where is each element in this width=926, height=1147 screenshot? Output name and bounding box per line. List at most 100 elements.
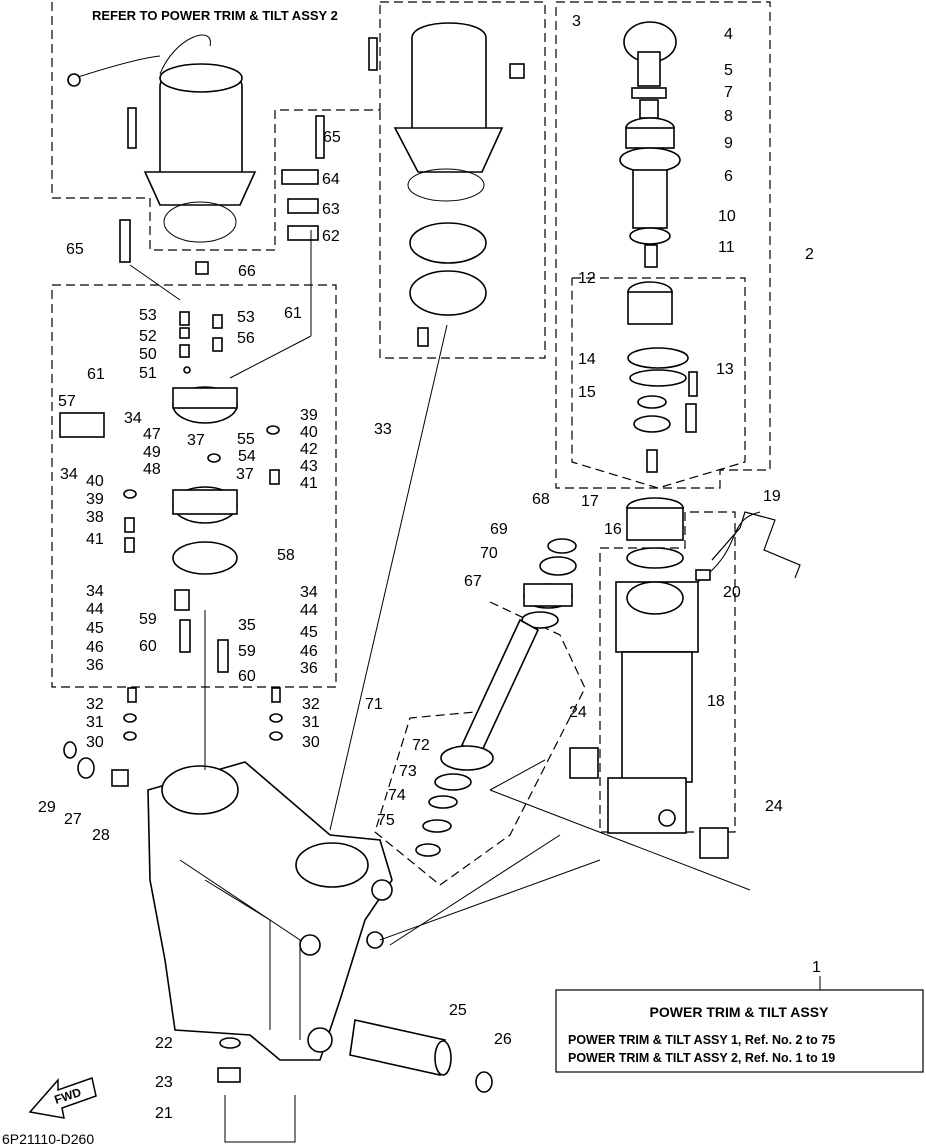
callout: 55 (237, 431, 255, 448)
callout: 20 (723, 584, 741, 601)
callout: 22 (155, 1035, 173, 1052)
callout: 45 (86, 620, 104, 637)
callout: 53 (237, 309, 255, 326)
callout: 53 (139, 307, 157, 324)
callout: 27 (64, 811, 82, 828)
callout: 43 (300, 458, 318, 475)
refer-text: REFER TO POWER TRIM & TILT ASSY 2 (92, 8, 338, 23)
callout: 36 (300, 660, 318, 677)
callout: 3 (572, 13, 581, 30)
callout: 19 (763, 488, 781, 505)
callout: 14 (578, 351, 596, 368)
callout: 47 (143, 426, 161, 443)
callout: 58 (277, 547, 295, 564)
callout: 37 (236, 466, 254, 483)
callout: 16 (604, 521, 622, 538)
callout: 37 (187, 432, 205, 449)
callout: 50 (139, 346, 157, 363)
callout: 32 (302, 696, 320, 713)
callout: 24 (569, 704, 587, 721)
callout: 63 (322, 201, 340, 218)
callout: 65 (66, 241, 84, 258)
callout: 32 (86, 696, 104, 713)
callout: 33 (374, 421, 392, 438)
callout: 18 (707, 693, 725, 710)
manifold-body (63, 741, 393, 1061)
legend-ref-number: 1 (812, 959, 821, 976)
callout: 28 (92, 827, 110, 844)
callout: 36 (86, 657, 104, 674)
callout: 61 (87, 366, 105, 383)
callout: 59 (139, 611, 157, 628)
callout: 57 (58, 393, 76, 410)
callout: 52 (139, 328, 157, 345)
callout: 40 (300, 424, 318, 441)
callout: 2 (805, 246, 814, 263)
tilt-cylinder (607, 497, 761, 834)
callout: 24 (765, 798, 783, 815)
legend-box: 1 POWER TRIM & TILT ASSY POWER TRIM & TI… (555, 959, 924, 1073)
callout: 25 (449, 1002, 467, 1019)
callout: 45 (300, 624, 318, 641)
callout: 34 (60, 466, 78, 483)
callout: 34 (86, 583, 104, 600)
callout: 49 (143, 444, 161, 461)
callout-labels: 2 3 4 5 6 7 8 9 10 11 12 13 14 15 16 17 … (38, 13, 814, 1122)
callout: 48 (143, 461, 161, 478)
valve-body-lower (172, 486, 238, 673)
callout: 12 (578, 270, 596, 287)
callout: 54 (238, 448, 256, 465)
callout: 26 (494, 1031, 512, 1048)
callout: 62 (322, 228, 340, 245)
callout: 29 (38, 799, 56, 816)
callout: 8 (724, 108, 733, 125)
callout: 69 (490, 521, 508, 538)
callout: 66 (238, 263, 256, 280)
callout: 65 (323, 129, 341, 146)
callout: 73 (399, 763, 417, 780)
callout: 56 (237, 330, 255, 347)
callout: 46 (86, 639, 104, 656)
callout: 68 (532, 491, 550, 508)
callout: 60 (139, 638, 157, 655)
callout: 23 (155, 1074, 173, 1091)
callout: 35 (238, 617, 256, 634)
callout: 11 (718, 239, 735, 256)
callout: 6 (724, 168, 733, 185)
callout: 5 (724, 62, 733, 79)
callout: 41 (300, 475, 318, 492)
bottom-fittings (217, 747, 729, 1143)
callout: 74 (388, 787, 406, 804)
callout: 7 (724, 84, 733, 101)
callout: 67 (464, 573, 482, 590)
callout: 64 (322, 171, 340, 188)
callout: 72 (412, 737, 430, 754)
leader-lines (129, 230, 751, 946)
legend-title: POWER TRIM & TILT ASSY (650, 1004, 830, 1020)
diagram-code: 6P21110-D260 (2, 1131, 94, 1147)
hydraulic-pipe (695, 511, 801, 581)
legend-line-1: POWER TRIM & TILT ASSY 1, Ref. No. 2 to … (568, 1033, 835, 1047)
callout: 17 (581, 493, 599, 510)
callout: 46 (300, 643, 318, 660)
legend-line-2: POWER TRIM & TILT ASSY 2, Ref. No. 1 to … (568, 1051, 835, 1065)
callout: 13 (716, 361, 734, 378)
callout: 39 (300, 407, 318, 424)
group-outlines (51, 1, 771, 886)
callout: 15 (578, 384, 596, 401)
tilt-rod-assy (619, 21, 681, 268)
callout: 31 (302, 714, 320, 731)
valve-body-upper (59, 386, 238, 438)
small-parts (119, 115, 325, 741)
callout: 51 (139, 365, 157, 382)
fwd-arrow-icon: FWD (28, 1077, 97, 1119)
callout: 60 (238, 668, 256, 685)
free-piston-assy (627, 281, 698, 473)
callout: 30 (86, 734, 104, 751)
callout: 61 (284, 305, 302, 322)
callout: 31 (86, 714, 104, 731)
callout: 44 (300, 602, 318, 619)
callout: 34 (124, 410, 142, 427)
callout: 75 (377, 812, 395, 829)
